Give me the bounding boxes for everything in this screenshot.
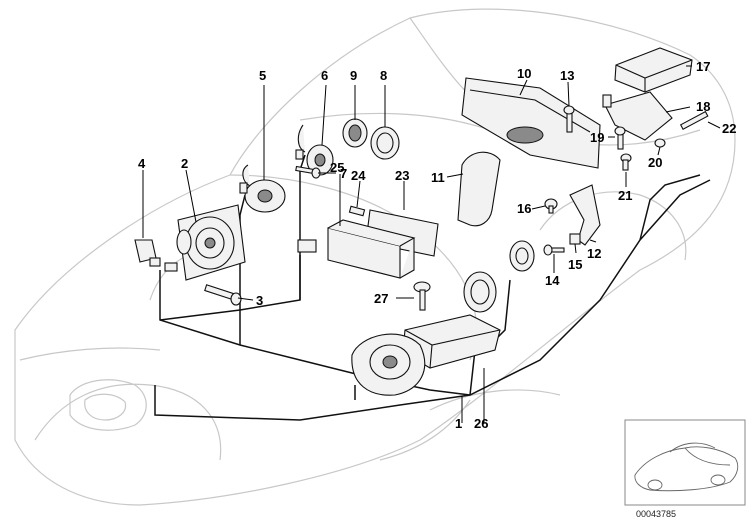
clip-16-part: [544, 198, 558, 214]
fastener-19-part: [614, 126, 626, 150]
storage-tray-part: [461, 77, 601, 169]
callout-1: 1: [455, 416, 462, 431]
control-unit-part: [614, 47, 693, 93]
callout-5: 5: [259, 68, 266, 83]
rear-speaker-left-part: [463, 271, 497, 313]
callout-6: 6: [321, 68, 328, 83]
callout-2: 2: [181, 156, 188, 171]
callout-15: 15: [568, 257, 582, 272]
amplifier-part: [402, 314, 501, 369]
screw-13-part: [563, 105, 575, 133]
rear-speaker-right-part: [509, 240, 535, 272]
air-duct-part: [457, 151, 501, 227]
callout-11: 11: [431, 170, 445, 185]
bracket-part: [602, 91, 673, 141]
callout-23: 23: [395, 168, 409, 183]
callout-7: 7: [340, 166, 347, 181]
tweeter-part: [239, 164, 286, 213]
callout-21: 21: [618, 188, 632, 203]
callout-27: 27: [374, 291, 388, 306]
screw-part: [204, 284, 242, 306]
callout-12: 12: [587, 246, 601, 261]
callout-25: 25: [330, 160, 344, 175]
tweeter-housing-part: [295, 124, 334, 176]
callout-20: 20: [648, 155, 662, 170]
callout-3: 3: [256, 293, 263, 308]
callout-8: 8: [380, 68, 387, 83]
callout-19: 19: [590, 130, 604, 145]
ring-part: [342, 118, 368, 148]
screw-27-part: [413, 281, 431, 311]
tweeter-clip-part: [134, 239, 178, 272]
holder-12-part: [569, 184, 601, 246]
car-outline: [14, 8, 736, 506]
floor-speaker-part: [351, 333, 426, 396]
pin-24-part: [348, 205, 366, 217]
callout-14: 14: [545, 273, 560, 288]
connector-part: [297, 239, 317, 253]
radio-box-part: [327, 219, 416, 279]
callout-26: 26: [474, 416, 488, 431]
door-speaker-part: [176, 204, 246, 281]
nut-15-part: [569, 233, 581, 245]
callout-18: 18: [696, 99, 710, 114]
rod-part: [679, 110, 709, 130]
callout-4: 4: [138, 156, 146, 171]
callouts: 1 2 3 4 5 6 7 8 9 10 11 12 13 14 15 16 1…: [138, 59, 736, 431]
callout-13: 13: [560, 68, 574, 83]
callout-17: 17: [696, 59, 710, 74]
callout-16: 16: [517, 201, 531, 216]
fastener-21-part: [620, 153, 632, 171]
callout-10: 10: [517, 66, 531, 81]
callout-24: 24: [351, 168, 366, 183]
parts: [134, 47, 709, 396]
wiring-harness: [154, 154, 711, 421]
leader-lines: [142, 65, 721, 423]
grille-ring-part: [370, 126, 400, 160]
callout-9: 9: [350, 68, 357, 83]
document-number: 00043785: [636, 509, 676, 519]
overview-thumbnail: 00043785: [624, 419, 746, 519]
nut-20-part: [654, 138, 666, 148]
screw-14-part: [543, 244, 565, 256]
callout-22: 22: [722, 121, 736, 136]
